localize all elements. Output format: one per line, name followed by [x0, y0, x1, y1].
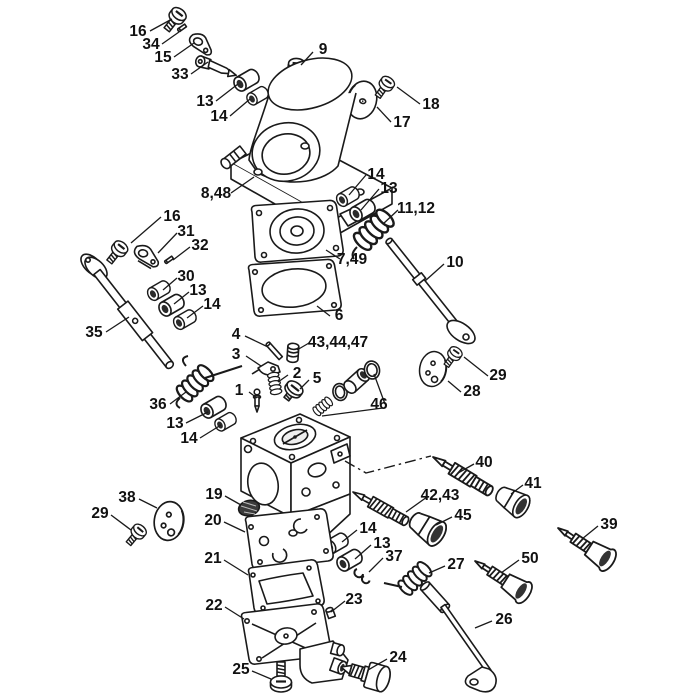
part-screw-5	[283, 380, 304, 402]
label-14-a: 14	[210, 108, 228, 125]
label-749: 7,49	[337, 251, 368, 268]
part-spring-1112	[349, 205, 398, 260]
label-14-b: 14	[367, 166, 385, 183]
label-9: 9	[319, 41, 328, 58]
label-26: 26	[495, 611, 513, 628]
part-pin-34	[176, 23, 188, 33]
part-pump-diaphragm-20	[244, 508, 334, 570]
label-38: 38	[118, 489, 136, 506]
label-39: 39	[600, 516, 618, 533]
label-4243: 42,43	[421, 487, 460, 504]
label-5: 5	[313, 370, 322, 387]
label-24: 24	[389, 649, 407, 666]
label-28: 28	[463, 383, 481, 400]
alignment-dash-line	[344, 455, 432, 474]
part-inlet-screen-19	[237, 499, 261, 517]
label-46: 46	[370, 396, 388, 413]
part-lever-31	[133, 244, 160, 270]
label-13-a: 13	[196, 93, 214, 110]
label-20: 20	[204, 512, 221, 529]
label-45: 45	[454, 507, 472, 524]
part-nozzle-kit-46	[311, 360, 386, 418]
part-inlet-needle-1	[252, 388, 262, 413]
label-13-e: 13	[373, 535, 391, 552]
label-27: 27	[447, 556, 464, 573]
label-30: 30	[177, 268, 194, 285]
label-21: 21	[204, 550, 222, 567]
label-33: 33	[171, 66, 189, 83]
label-16-top: 16	[129, 23, 147, 40]
label-13-b: 13	[380, 180, 398, 197]
label-36: 36	[149, 396, 167, 413]
part-swivel-15	[188, 33, 213, 56]
part-plug-434447	[286, 342, 300, 364]
label-37: 37	[385, 548, 402, 565]
leader-lines	[105, 18, 599, 680]
part-plug-24	[340, 661, 391, 693]
label-31: 31	[177, 223, 195, 240]
label-40: 40	[475, 454, 492, 471]
part-choke-shaft-10	[385, 237, 476, 345]
label-13-d: 13	[166, 415, 184, 432]
labels-layer: 16 34 15 33 13 14 9 18 17 8,48 14 13 11,…	[85, 23, 618, 678]
label-1112: 11,12	[397, 200, 435, 217]
part-spring-36	[173, 355, 243, 409]
label-17: 17	[393, 114, 410, 131]
part-pump-cover-22	[240, 603, 349, 684]
part-fast-idle-shaft-26	[419, 581, 497, 693]
label-15: 15	[154, 49, 172, 66]
label-1: 1	[235, 382, 244, 399]
label-6: 6	[335, 307, 344, 324]
part-pin-32	[164, 255, 175, 265]
label-14-d: 14	[180, 430, 198, 447]
label-16-mid: 16	[163, 208, 181, 225]
label-14-e: 14	[359, 520, 377, 537]
part-pin-4	[265, 341, 284, 361]
label-434447: 43,44,47	[308, 334, 368, 351]
label-18: 18	[422, 96, 440, 113]
label-35: 35	[85, 324, 103, 341]
label-19: 19	[205, 486, 223, 503]
part-pump-gasket-21	[247, 559, 325, 614]
label-2: 2	[293, 365, 302, 382]
label-41: 41	[524, 475, 542, 492]
part-spring-27	[383, 558, 435, 599]
label-848: 8,48	[201, 185, 232, 202]
label-25: 25	[232, 661, 250, 678]
parts-layer	[80, 3, 621, 693]
label-13-c: 13	[189, 282, 207, 299]
part-diaphragm-749	[250, 199, 344, 263]
label-29-left: 29	[91, 505, 109, 522]
part-throttle-arm-33	[194, 55, 237, 78]
part-throttle-shaft-35	[80, 253, 175, 370]
label-32: 32	[191, 237, 208, 254]
part-gasket-6	[247, 258, 342, 317]
label-3: 3	[232, 346, 241, 363]
label-34: 34	[142, 36, 160, 53]
part-clips-37	[353, 568, 371, 585]
label-29-right: 29	[489, 367, 507, 384]
label-22: 22	[205, 597, 222, 614]
part-screw-25	[269, 661, 293, 693]
label-23: 23	[345, 591, 363, 608]
label-50: 50	[521, 550, 538, 567]
label-4: 4	[232, 326, 241, 343]
label-10: 10	[446, 254, 463, 271]
label-14-c: 14	[203, 296, 221, 313]
